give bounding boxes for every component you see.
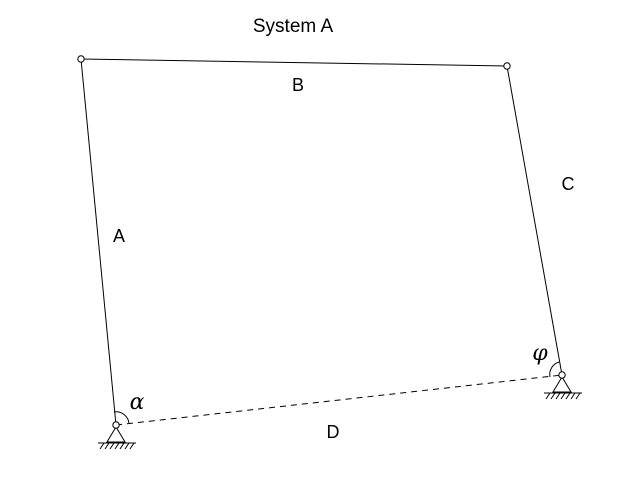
angle-phi-arc [549, 361, 560, 378]
joint-right-pivot [558, 371, 566, 379]
link-d-ground [115, 374, 563, 426]
link-b [80, 58, 508, 67]
diagram-title: System A [253, 16, 334, 37]
label-link-d: D [327, 422, 340, 442]
label-link-c: C [562, 174, 575, 194]
label-angle-phi: φ [532, 341, 548, 366]
right-ground-support [544, 376, 582, 400]
label-link-a: A [113, 226, 125, 246]
label-link-b: B [292, 75, 304, 95]
label-angle-alpha: α [130, 390, 145, 415]
joint-left-pivot [112, 421, 120, 429]
angle-alpha-arc [113, 411, 130, 424]
link-c [506, 65, 563, 376]
link-a [80, 58, 117, 426]
joint-b-c [503, 62, 511, 70]
left-ground-support [98, 426, 136, 450]
joint-a-b [77, 55, 85, 63]
